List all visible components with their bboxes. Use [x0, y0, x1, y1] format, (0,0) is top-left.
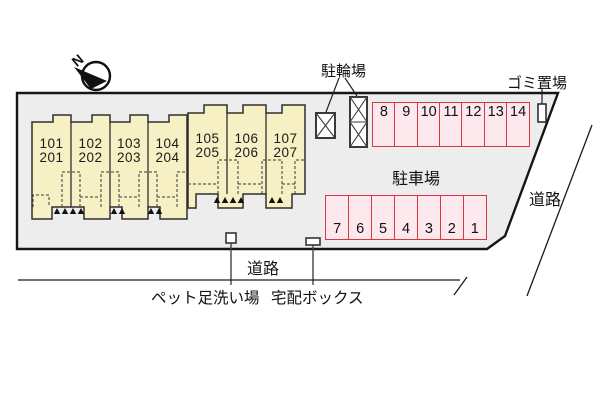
- garbage-area-label: ゴミ置場: [507, 75, 568, 92]
- parking-stall: 8: [372, 102, 396, 147]
- bicycle-parking-label: 駐輪場: [321, 63, 367, 80]
- stall-number: 13: [487, 104, 504, 120]
- parking-row-top: 8 9 10 11 12 13 14: [372, 102, 531, 147]
- stall-number: 9: [402, 104, 411, 120]
- stall-number: 7: [333, 221, 342, 237]
- stall-number: 1: [470, 221, 479, 237]
- unit-label-105-205: 105 205: [188, 132, 228, 159]
- bike-rack-single: [315, 112, 336, 139]
- unit-label-107-207: 107 207: [266, 132, 306, 159]
- entrance-triangles: [53, 197, 284, 214]
- stall-number: 11: [443, 104, 459, 120]
- unit-number: 102: [78, 136, 103, 151]
- stall-number: 6: [356, 221, 365, 237]
- unit-number: 104: [155, 136, 180, 151]
- unit-number: 202: [78, 149, 103, 165]
- label-leader-lines: [325, 77, 543, 113]
- stall-number: 4: [401, 221, 411, 237]
- road-line-bottom: [18, 276, 468, 296]
- unit-number: 103: [116, 136, 142, 151]
- unit-number: 107: [273, 131, 298, 146]
- parking-stall: 4: [393, 195, 419, 240]
- parking-stall: 9: [394, 102, 419, 147]
- parking-row-bottom: 7 6 5 4 3 2 1: [325, 195, 487, 240]
- parking-stall: 1: [462, 195, 487, 240]
- delivery-box-marker: [305, 237, 321, 246]
- stall-number: 10: [420, 104, 437, 120]
- parking-stall: 7: [325, 195, 350, 240]
- parking-stall: 5: [370, 195, 396, 240]
- unit-number: 207: [273, 144, 298, 160]
- unit-label-102-202: 102 202: [71, 137, 111, 164]
- pet-wash-label: ペット足洗い場: [151, 290, 260, 307]
- unit-number: 205: [195, 144, 220, 160]
- car-parking-label: 駐車場: [392, 171, 441, 188]
- parking-stall: 11: [439, 102, 463, 147]
- unit-number: 106: [234, 131, 259, 146]
- unit-number: 105: [195, 131, 220, 146]
- parking-stall: 2: [439, 195, 465, 240]
- unit-number: 206: [234, 144, 259, 160]
- stall-number: 2: [447, 221, 456, 237]
- unit-number: 101: [39, 136, 64, 151]
- stall-number: 8: [379, 104, 388, 120]
- delivery-box-label: 宅配ボックス: [271, 290, 364, 307]
- road-label-bottom: 道路: [247, 261, 280, 278]
- unit-label-103-203: 103 203: [109, 137, 149, 164]
- unit-number: 201: [39, 149, 64, 165]
- unit-number: 203: [116, 149, 142, 165]
- unit-dividers: [70, 113, 267, 207]
- stall-number: 12: [465, 104, 482, 120]
- parking-stall: 10: [416, 102, 441, 147]
- parking-stall: 6: [347, 195, 373, 240]
- unit-label-104-204: 104 204: [148, 137, 188, 164]
- parking-stall: 12: [461, 102, 486, 147]
- marker-stems: [230, 243, 314, 285]
- road-label-right: 道路: [529, 192, 562, 209]
- unit-number: 204: [155, 149, 180, 165]
- interior-dashed-lines: [32, 159, 305, 207]
- compass-icon: N: [68, 51, 112, 92]
- garbage-box: [537, 103, 547, 123]
- north-label: N: [68, 51, 86, 70]
- north-needle: [74, 67, 107, 89]
- bike-rack-double: [349, 96, 368, 148]
- stall-number: 5: [379, 221, 388, 237]
- unit-label-106-206: 106 206: [227, 132, 267, 159]
- unit-label-101-201: 101 201: [32, 137, 72, 164]
- road-line-right: [526, 124, 593, 297]
- pet-wash-marker: [225, 232, 237, 244]
- stall-number: 14: [510, 104, 527, 120]
- parking-stall: 13: [483, 102, 508, 147]
- parking-stall: 3: [416, 195, 442, 240]
- parking-stall: 14: [506, 102, 531, 147]
- stall-number: 3: [424, 221, 433, 237]
